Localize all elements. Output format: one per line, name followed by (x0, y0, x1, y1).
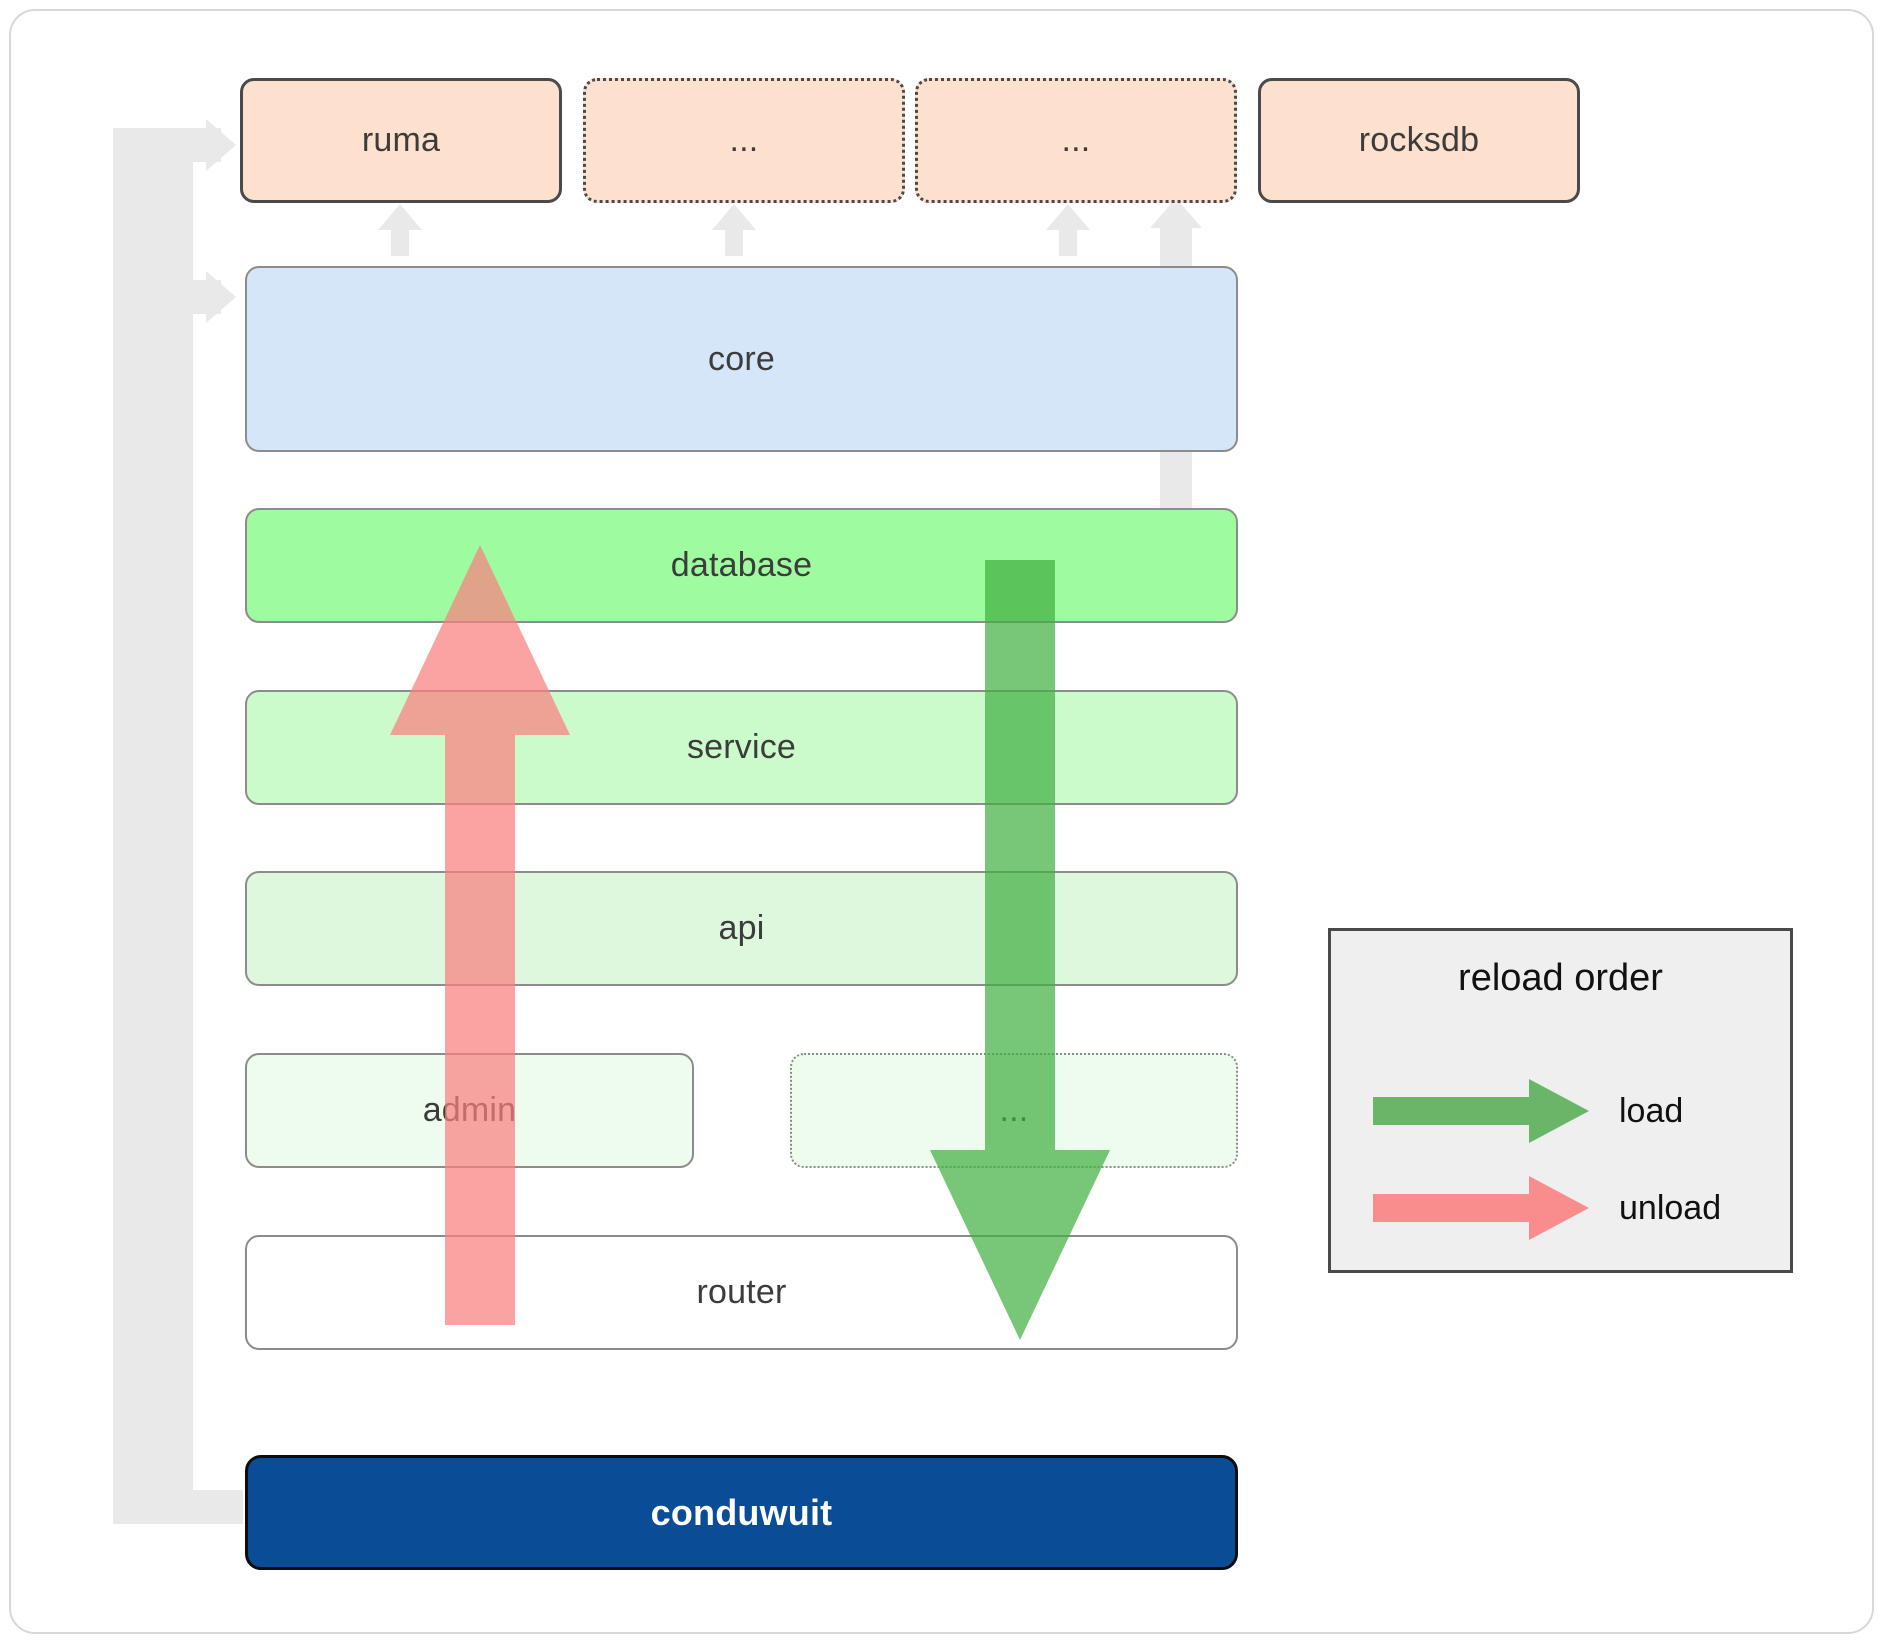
node-router[interactable]: router (245, 1235, 1238, 1350)
node-conduwuit[interactable]: conduwuit (245, 1455, 1238, 1570)
diagram-card (9, 9, 1874, 1634)
connector-spine-vertical (113, 128, 147, 1524)
legend-load-arrow-icon (1373, 1079, 1589, 1143)
connector-arrowhead-ruma (206, 119, 236, 171)
legend-load-label: load (1619, 1091, 1684, 1130)
legend-panel: reload order load unload (1328, 928, 1793, 1273)
node-top-ellipsis-1[interactable]: ... (583, 78, 905, 203)
node-rocksdb[interactable]: rocksdb (1258, 78, 1580, 203)
node-top-ellipsis-2[interactable]: ... (915, 78, 1237, 203)
node-stack-ellipsis[interactable]: ... (790, 1053, 1238, 1168)
node-core-label: core (708, 339, 775, 378)
connector-arrowhead-core (206, 271, 236, 323)
node-ruma[interactable]: ruma (240, 78, 562, 203)
node-admin[interactable]: admin (245, 1053, 694, 1168)
legend-row-unload: unload (1369, 1168, 1721, 1248)
node-router-label: router (696, 1273, 787, 1311)
node-conduwuit-label: conduwuit (650, 1491, 833, 1533)
node-core[interactable]: core (245, 266, 1238, 452)
node-rocksdb-label: rocksdb (1358, 121, 1480, 159)
node-admin-label: admin (422, 1091, 517, 1129)
node-api-label: api (718, 909, 765, 947)
connector-arrowhead-rocksdb (1150, 198, 1202, 228)
node-database-label: database (670, 546, 813, 584)
arrow-core-to-ellipsis-1 (712, 204, 756, 256)
legend-row-load: load (1369, 1071, 1683, 1151)
node-service[interactable]: service (245, 690, 1238, 805)
node-database[interactable]: database (245, 508, 1238, 623)
legend-unload-label: unload (1619, 1188, 1722, 1227)
node-api[interactable]: api (245, 871, 1238, 986)
connector-branch-to-ruma (147, 128, 193, 1518)
node-ruma-label: ruma (361, 121, 441, 159)
arrow-core-to-ruma (378, 204, 422, 256)
node-service-label: service (686, 728, 797, 766)
node-stack-ellipsis-label: ... (999, 1091, 1029, 1129)
legend-title: reload order (1458, 957, 1663, 999)
arrow-core-to-ellipsis-2 (1046, 204, 1090, 256)
legend-unload-arrow-icon (1373, 1176, 1589, 1240)
node-top-ellipsis-1-label: ... (729, 121, 759, 159)
node-top-ellipsis-2-label: ... (1061, 121, 1091, 159)
